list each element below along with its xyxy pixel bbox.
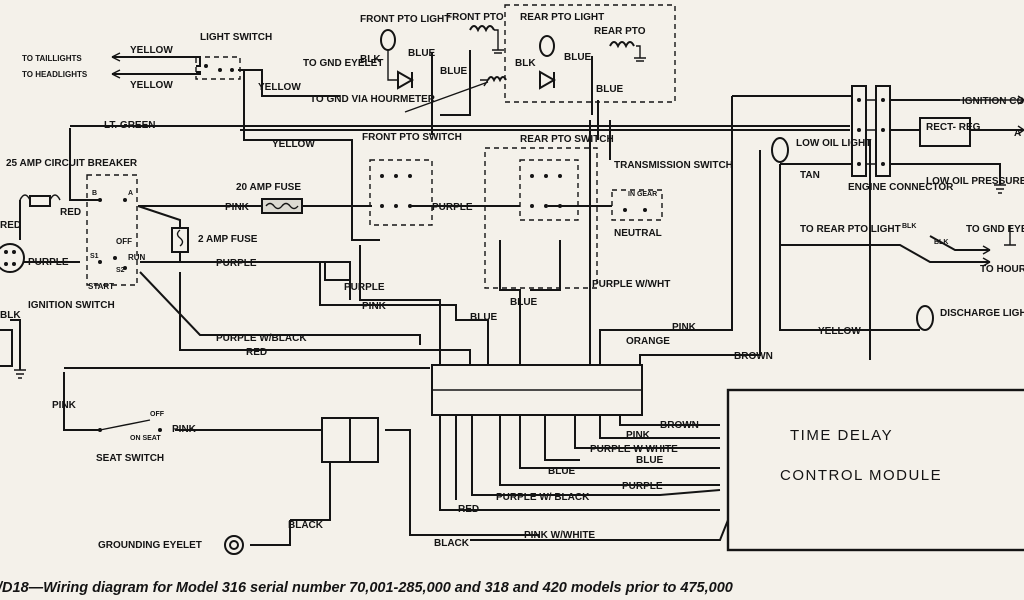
wire-pink-module: PINK bbox=[626, 430, 651, 441]
wire-yellow-3: YELLOW bbox=[258, 82, 301, 93]
label-to-headlights: TO HEADLIGHTS bbox=[22, 70, 88, 79]
front-pto-label: FRONT PTO bbox=[446, 12, 504, 23]
label-to-gnd-hourmeter: TO GND VIA HOURMETER bbox=[310, 94, 436, 105]
wire-pink-seat: PINK bbox=[52, 400, 77, 411]
seat-switch-label: SEAT SWITCH bbox=[96, 453, 164, 464]
wire-pink-main: PINK bbox=[225, 202, 250, 213]
wire-blue-lower-1: BLUE bbox=[470, 312, 498, 323]
ign-off: OFF bbox=[116, 237, 132, 246]
neutral-label: NEUTRAL bbox=[614, 228, 662, 239]
wire-purple-main: PURPLE bbox=[216, 258, 257, 269]
wire-pink-right: PINK bbox=[672, 322, 697, 333]
wire-orange: ORANGE bbox=[626, 336, 670, 347]
wire-black-2: BLACK bbox=[434, 538, 470, 549]
wire-blue-front-2: BLUE bbox=[440, 66, 468, 77]
rear-pto-label: REAR PTO bbox=[594, 26, 646, 37]
front-pto-light-label: FRONT PTO LIGHT bbox=[360, 14, 450, 25]
diagram-caption: /D18—Wiring diagram for Model 316 serial… bbox=[0, 580, 733, 596]
ign-s1: S1 bbox=[90, 253, 99, 260]
label-to-hourm: TO HOURM bbox=[980, 264, 1024, 275]
component-labels: TO TAILLIGHTS TO HEADLIGHTS YELLOW YELLO… bbox=[0, 12, 1024, 596]
front-pto-switch-label: FRONT PTO SWITCH bbox=[362, 132, 462, 143]
dashed-enclosures bbox=[86, 4, 676, 289]
wire-pink-w-white: PINK W/WHITE bbox=[524, 530, 595, 541]
circuit-breaker-label: 25 AMP CIRCUIT BREAKER bbox=[6, 158, 138, 169]
ignition-switch-label: IGNITION SWITCH bbox=[28, 300, 115, 311]
wire-blue-rear-2: BLUE bbox=[596, 84, 624, 95]
wire-yellow-taillight: YELLOW bbox=[130, 45, 173, 56]
ignition-coil-label: IGNITION COIL bbox=[962, 96, 1024, 107]
seat-on: ON SEAT bbox=[130, 435, 161, 442]
wire-blue-lower-2: BLUE bbox=[510, 297, 538, 308]
control-module-title: CONTROL MODULE bbox=[780, 467, 942, 484]
rect-reg-label: RECT- REG bbox=[926, 122, 981, 133]
wire-tan: TAN bbox=[800, 170, 820, 181]
seat-off: OFF bbox=[150, 411, 165, 418]
label-a-right: A bbox=[1014, 128, 1021, 139]
label-red-left: RED bbox=[0, 220, 21, 231]
ign-s2: S2 bbox=[116, 267, 125, 274]
wire-yellow-discharge: YELLOW bbox=[818, 326, 861, 337]
wire-network bbox=[0, 50, 1024, 546]
wire-purple-w-white: PURPLE W WHITE bbox=[590, 444, 678, 455]
wire-yellow-headlight: YELLOW bbox=[130, 80, 173, 91]
grounding-eyelet-label: GROUNDING EYELET bbox=[98, 540, 202, 551]
wire-purple-w-black: PURPLE W/BLACK bbox=[216, 333, 307, 344]
rear-pto-light-label: REAR PTO LIGHT bbox=[520, 12, 604, 23]
low-oil-pressure-switch-label: LOW OIL PRESSURE SWITCH bbox=[926, 176, 1024, 187]
wire-purple-ign: PURPLE bbox=[28, 257, 69, 268]
wire-blue-rear-1: BLUE bbox=[564, 52, 592, 63]
time-delay-title: TIME DELAY bbox=[790, 427, 893, 444]
wire-blk-right-1: BLK bbox=[902, 223, 916, 230]
ign-a: A bbox=[128, 190, 133, 197]
wire-blue-module-1: BLUE bbox=[636, 455, 664, 466]
label-to-gnd-eyelet: TO GND EYELET bbox=[303, 58, 383, 69]
fuse-20-label: 20 AMP FUSE bbox=[236, 182, 301, 193]
light-switch-label: LIGHT SWITCH bbox=[200, 32, 272, 43]
ign-run: RUN bbox=[128, 253, 146, 262]
ign-b: B bbox=[92, 190, 97, 197]
wire-purple-pto: PURPLE bbox=[432, 202, 473, 213]
wire-black-1: BLACK bbox=[288, 520, 324, 531]
in-gear-label: IN GEAR bbox=[628, 191, 657, 198]
wire-red-breaker: RED bbox=[60, 207, 81, 218]
wire-lt-green: LT. GREEN bbox=[104, 120, 155, 131]
components bbox=[0, 25, 1024, 555]
label-blk-left: BLK bbox=[0, 310, 21, 321]
wire-purple-w-black-module: PURPLE W/ BLACK bbox=[496, 492, 590, 503]
ign-start: START bbox=[88, 282, 114, 291]
label-to-rear-pto-light: TO REAR PTO LIGHT bbox=[800, 224, 901, 235]
wire-blk-rear: BLK bbox=[515, 58, 536, 69]
discharge-light-label: DISCHARGE LIGHT bbox=[940, 308, 1024, 319]
wire-brown-upper: BROWN bbox=[734, 351, 773, 362]
wire-red-lower: RED bbox=[246, 347, 267, 358]
wire-red-module: RED bbox=[458, 504, 479, 515]
fuse-2-label: 2 AMP FUSE bbox=[198, 234, 258, 245]
label-to-taillights: TO TAILLIGHTS bbox=[22, 54, 82, 63]
wire-purple-module: PURPLE bbox=[622, 481, 663, 492]
wire-purple-lower: PURPLE bbox=[344, 282, 385, 293]
wire-brown-lower: BROWN bbox=[660, 420, 699, 431]
transmission-switch-label: TRANSMISSION SWITCH bbox=[614, 160, 733, 171]
wire-blue-module-2: BLUE bbox=[548, 466, 576, 477]
wire-blk-right-2: BLK bbox=[934, 239, 948, 246]
wire-blk-front: BLK bbox=[360, 54, 381, 65]
wire-yellow-4: YELLOW bbox=[272, 139, 315, 150]
low-oil-light-label: LOW OIL LIGHT bbox=[796, 138, 871, 149]
wire-purple-w-wht: PURPLE W/WHT bbox=[592, 279, 670, 290]
wire-pink-lower: PINK bbox=[362, 301, 387, 312]
rear-pto-switch-label: REAR PTO SWITCH bbox=[520, 134, 614, 145]
wire-blue-front-1: BLUE bbox=[408, 48, 436, 59]
label-to-gnd-eyelet-right: TO GND EYELET bbox=[966, 224, 1024, 235]
engine-connector-label: ENGINE CONNECTOR bbox=[848, 182, 954, 193]
wire-pink-seat-2: PINK bbox=[172, 424, 197, 435]
